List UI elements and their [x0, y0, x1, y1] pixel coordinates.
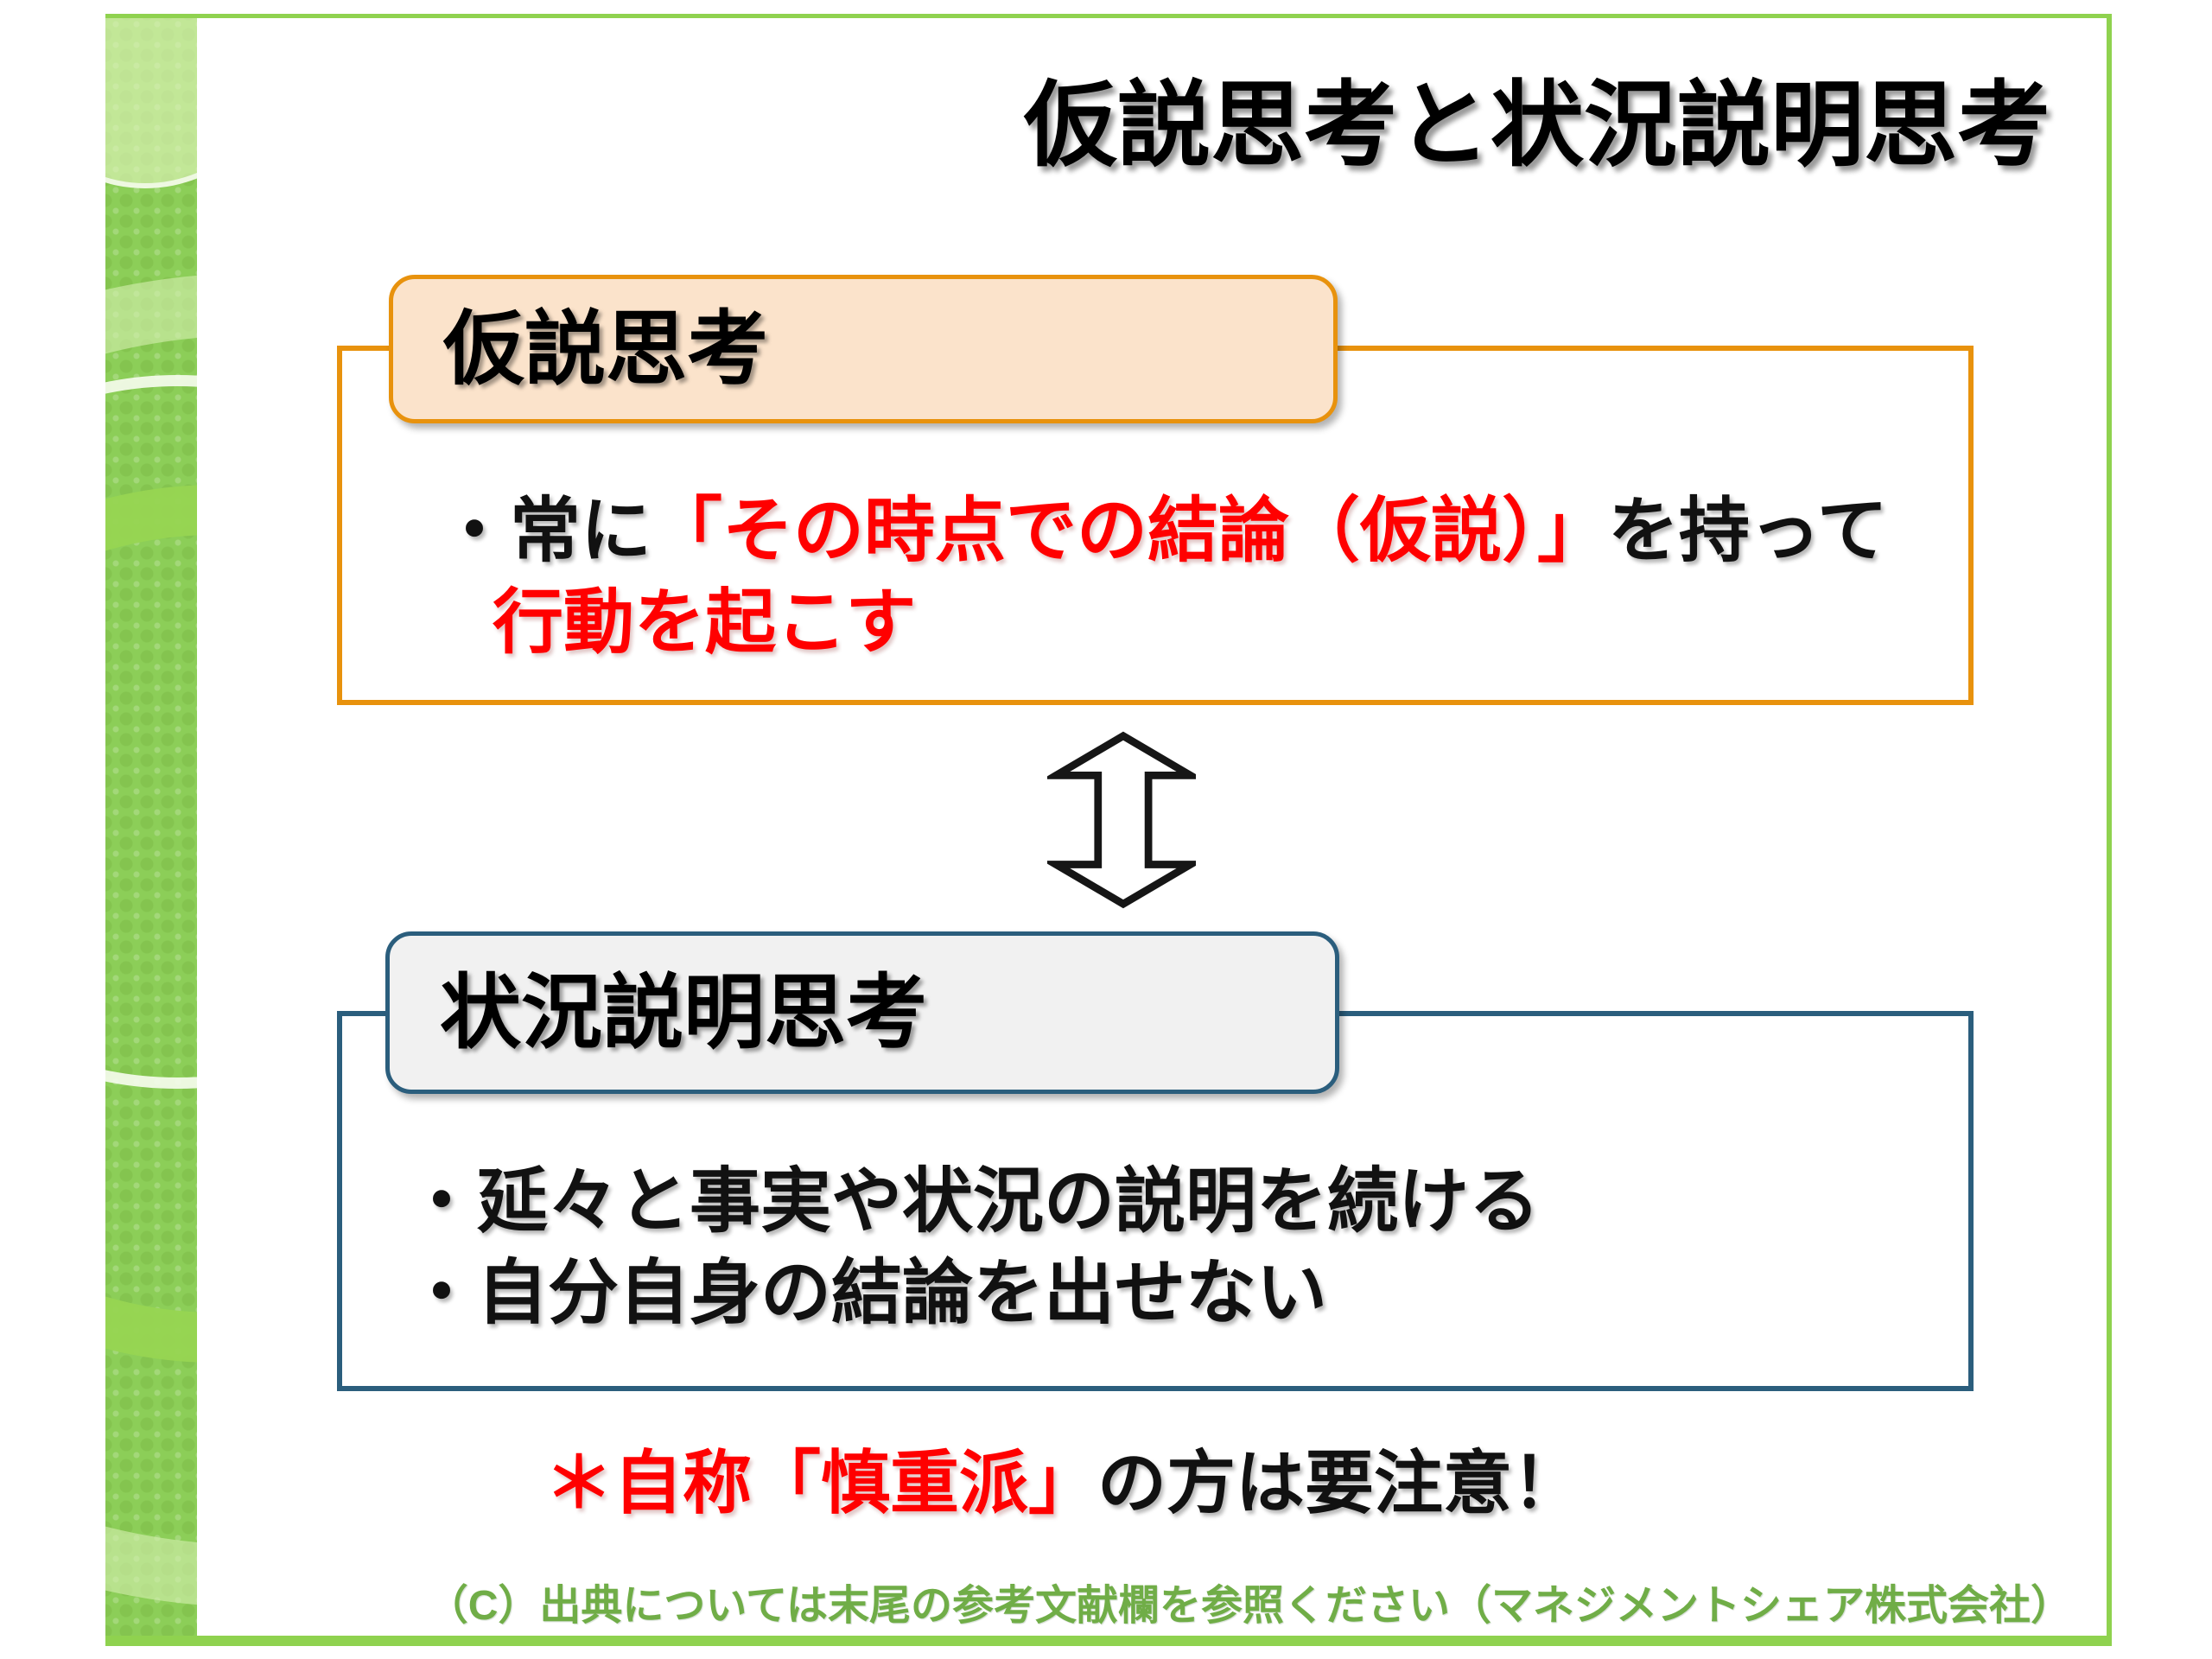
bullet-text-red: 「その時点での結論（仮説）」: [652, 492, 1609, 570]
slide-border-right: [2107, 14, 2112, 1646]
bullet-text-black: ・自分自身の結論を出せない: [406, 1254, 1328, 1332]
up-down-arrow-icon: [1047, 731, 1196, 909]
bullet-line: ・自分自身の結論を出せない: [406, 1248, 1540, 1339]
hypothesis-header: 仮説思考: [389, 275, 1338, 423]
slide-title: 仮説思考と状況説明思考: [1023, 73, 2050, 177]
bullet-line: ・延々と事実や状況の説明を続ける: [406, 1156, 1540, 1248]
situation-header-label: 状況説明思考: [440, 967, 928, 1058]
left-decorative-strip: [105, 14, 197, 1636]
bullet-text-red: 行動を起こす: [493, 583, 917, 662]
bullet-text-black: ・延々と事実や状況の説明を続ける: [406, 1162, 1541, 1241]
decorative-arc-icon: [105, 273, 197, 1607]
bullet-text-black: ・常に: [439, 492, 652, 570]
caution-note: ＊自称「慎重派」の方は要注意！: [544, 1427, 1581, 1528]
bullet-line: ・常に「その時点での結論（仮説）」を持って: [439, 486, 1888, 577]
decorative-circle-icon: [105, 14, 197, 188]
situation-bullets: ・延々と事実や状況の説明を続ける ・自分自身の結論を出せない: [406, 1156, 1540, 1339]
caution-note-black: の方は要注意！: [1097, 1445, 1581, 1522]
slide-border-bottom: [105, 1636, 2112, 1646]
decorative-arc-icon: [105, 485, 197, 1363]
hypothesis-bullets: ・常に「その時点での結論（仮説）」を持って 行動を起こす: [439, 486, 1888, 669]
caution-note-red: ＊自称「慎重派」: [544, 1445, 1097, 1522]
bullet-line: 行動を起こす: [493, 577, 1888, 669]
slide-border-top: [105, 14, 2112, 18]
hypothesis-header-label: 仮説思考: [443, 303, 769, 394]
situation-header: 状況説明思考: [385, 931, 1339, 1094]
bullet-text-black: を持って: [1608, 492, 1888, 570]
copyright-footer: （C）出典については末尾の参考文献欄を参照ください（マネジメントシェア株式会社）: [426, 1583, 2072, 1629]
